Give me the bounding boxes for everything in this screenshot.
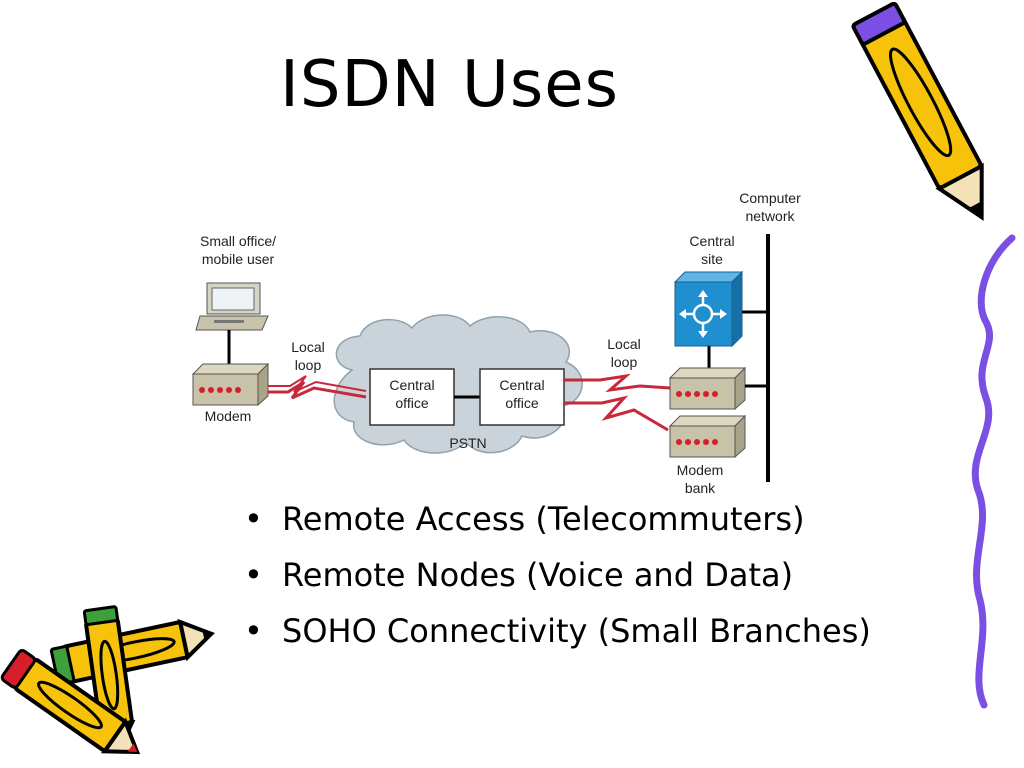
router-icon — [673, 270, 744, 348]
bullet-text: Remote Nodes (Voice and Data) — [282, 556, 794, 594]
central-office-label: office — [395, 395, 428, 411]
slide-title: ISDN Uses — [280, 48, 619, 122]
local-loop-label: loop — [295, 357, 322, 373]
modem-label: Modem — [205, 408, 252, 424]
modem-icon — [668, 366, 747, 411]
local-loop-label: loop — [611, 354, 638, 370]
local-loop-label: Local — [607, 336, 640, 352]
central-site-label: site — [701, 251, 723, 267]
central-office-label: Central — [389, 377, 434, 393]
bullet-dot: • — [244, 612, 263, 650]
local-loop-link — [564, 373, 671, 393]
bullet-item: • SOHO Connectivity (Small Branches) — [240, 612, 930, 650]
central-office-box — [479, 368, 565, 426]
computer-network-label: Computer — [739, 190, 801, 206]
bullet-item: • Remote Nodes (Voice and Data) — [240, 556, 930, 594]
bullet-text: SOHO Connectivity (Small Branches) — [282, 612, 871, 650]
pstn-label: PSTN — [449, 435, 486, 451]
computer-icon — [195, 282, 269, 331]
central-office-label: Central — [499, 377, 544, 393]
central-office-box — [369, 368, 455, 426]
bullet-item: • Remote Access (Telecommuters) — [240, 500, 930, 538]
local-loop-label: Local — [291, 339, 324, 355]
modem-icon — [668, 414, 747, 459]
modem-bank-label: Modem — [677, 462, 724, 478]
modem-icon — [191, 362, 270, 407]
bullet-dot: • — [244, 500, 263, 538]
modem-bank-label: bank — [685, 480, 716, 496]
computer-network-label: network — [745, 208, 795, 224]
small-office-label: mobile user — [202, 251, 275, 267]
central-office-label: office — [505, 395, 538, 411]
small-office-label: Small office/ — [200, 233, 276, 249]
bullet-dot: • — [244, 556, 263, 594]
central-site-label: Central — [689, 233, 734, 249]
bullet-list: • Remote Access (Telecommuters) • Remote… — [240, 500, 930, 668]
bullet-text: Remote Access (Telecommuters) — [282, 500, 805, 538]
